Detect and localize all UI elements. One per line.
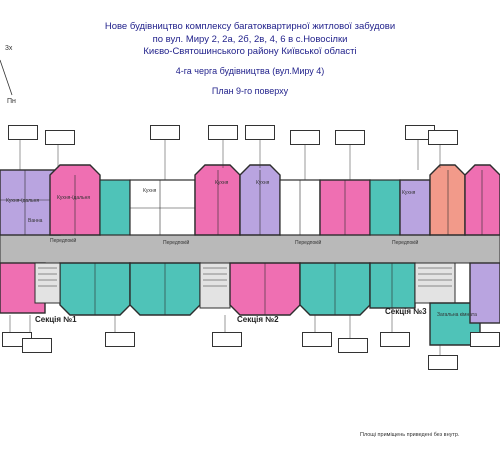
room-label-kitchen-1: Кухня [143, 188, 157, 194]
apartment-tag [290, 130, 320, 145]
room-label-bathroom: Ванна [28, 218, 43, 224]
apartment-tag [105, 332, 135, 347]
floor-plan-title: План 9-го поверху [211, 86, 289, 96]
construction-stage: 4-га черга будівництва (вул.Миру 4) [175, 66, 325, 76]
room-label-kitchen-3: Кухня [256, 180, 270, 186]
room-label-kitchen-4: Кухня [402, 190, 416, 196]
section-2-label: Секція №2 [237, 315, 279, 324]
apartment-tag [8, 125, 38, 140]
apartment-tag [302, 332, 332, 347]
apartment-tag [245, 125, 275, 140]
document-title: Нове будівництво комплексу багатоквартир… [60, 21, 440, 59]
section-3-label: Секція №3 [385, 307, 427, 316]
section-1-label: Секція №1 [35, 315, 77, 324]
room-label-kitchen-2: Кухня [215, 180, 229, 186]
apartment-tag [428, 130, 458, 145]
apartment-tag [212, 332, 242, 347]
apartment-tag [208, 125, 238, 140]
footnote: Площі приміщень приведені без внутр. [360, 432, 460, 438]
north-mark: Пн [7, 98, 16, 105]
apartment-tag [428, 355, 458, 370]
title-line-1: Нове будівництво комплексу багатоквартир… [104, 21, 396, 32]
apartment-tag [22, 338, 52, 353]
room-label-corridor-4: Передпокій [392, 240, 419, 246]
title-line-3: Києво-Святошинського району Київської об… [143, 46, 357, 57]
scale-mark: 3х [5, 45, 13, 52]
room-label-corridor-3: Передпокій [295, 240, 322, 246]
room-label-corridor-2: Передпокій [163, 240, 190, 246]
apartment-tag [338, 338, 368, 353]
apartment-tag [45, 130, 75, 145]
room-label-kitchen-dining: Кухня-їдальня [6, 198, 40, 204]
apartment-tag [150, 125, 180, 140]
room-label-corridor-1: Передпокій [50, 238, 77, 244]
room-label-living: Загальна кімната [437, 312, 477, 318]
room-label-kitchen-dining-2: Кухня-їдальня [57, 195, 91, 201]
title-line-2: по вул. Миру 2, 2а, 2б, 2в, 4, 6 в с.Нов… [152, 33, 348, 45]
apartment-tag [380, 332, 410, 347]
apartment-tag [335, 130, 365, 145]
apartment-tag [470, 332, 500, 347]
